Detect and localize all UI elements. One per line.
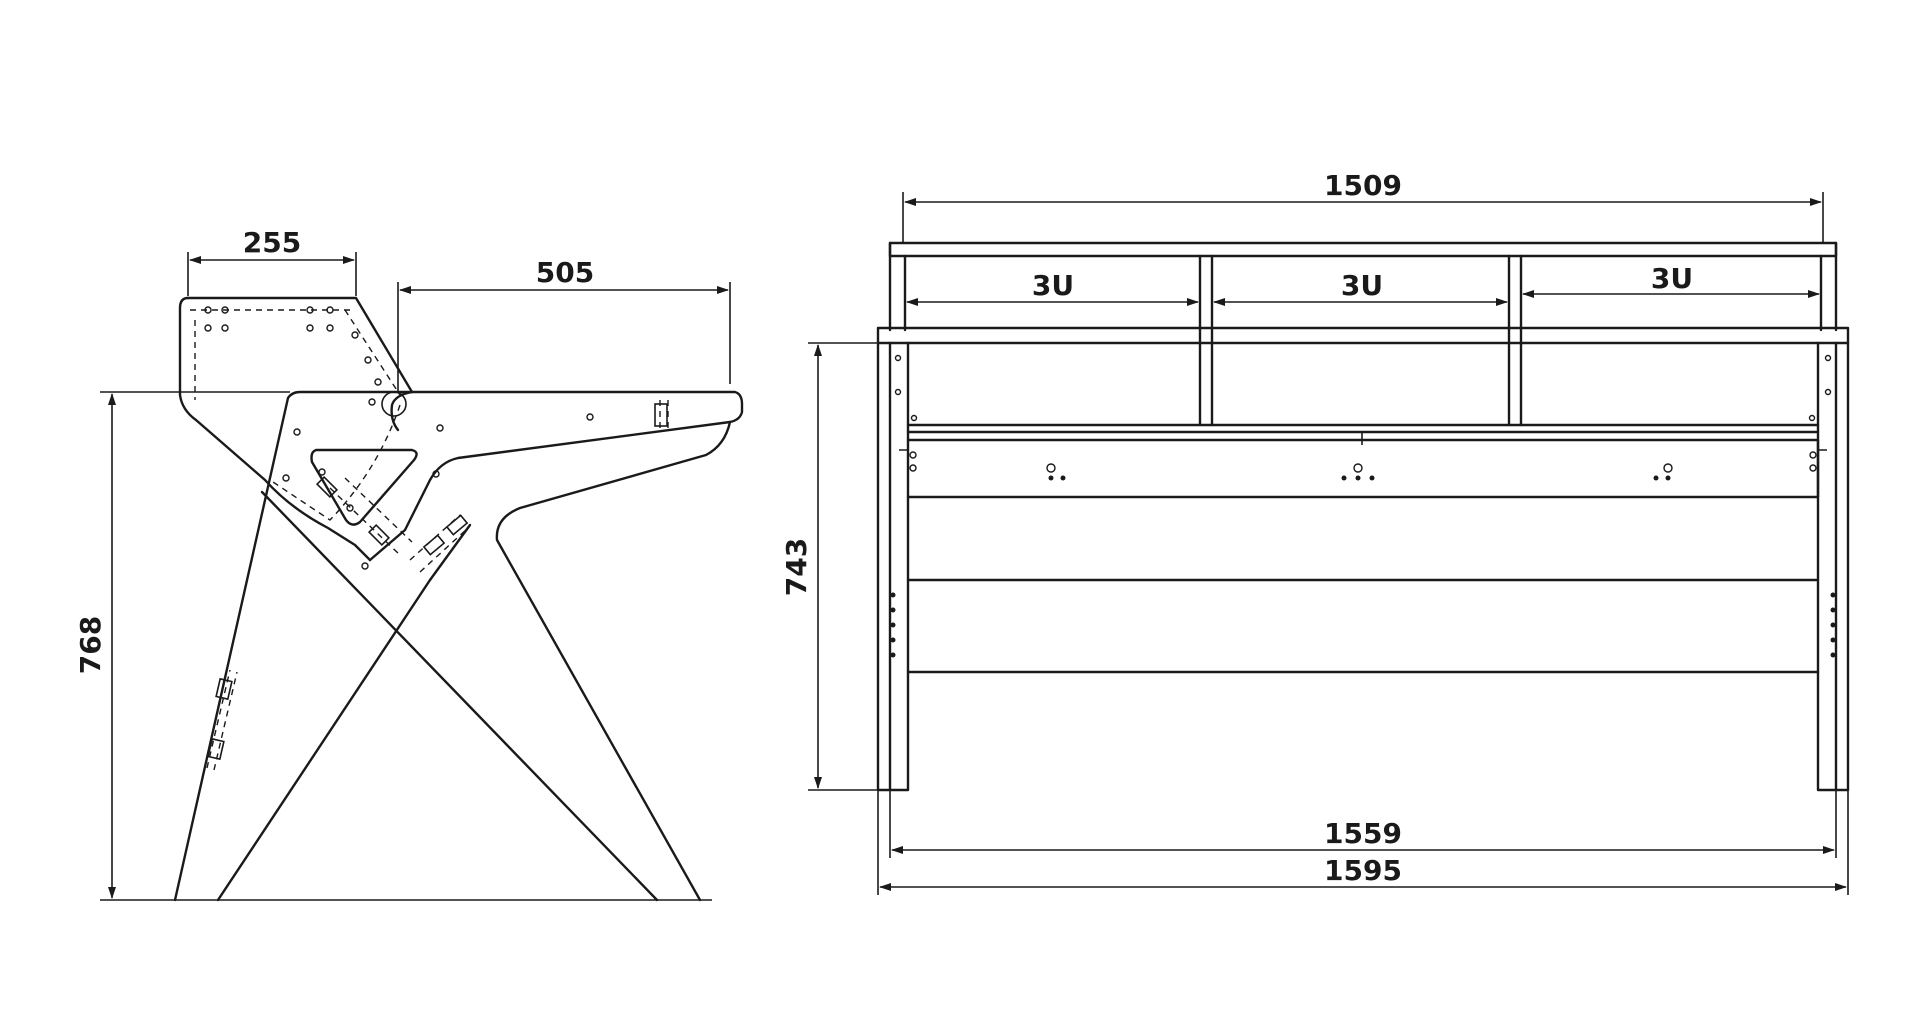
side-hidden-line-rack [190, 309, 401, 400]
side-hidden-bracket-upper [329, 477, 413, 556]
side-dim-height-label: 768 [74, 616, 107, 674]
front-dim-outer-width: 1595 [877, 790, 1849, 895]
front-rack-left-post [888, 241, 907, 332]
side-view: 255 505 768 [74, 226, 744, 902]
front-rack-divider-1 [1198, 254, 1214, 427]
rack-bay-3-label: 3U [1651, 262, 1693, 295]
front-rack-divider-2 [1507, 254, 1523, 427]
front-dim-height: 743 [780, 342, 878, 791]
front-rack-bay-dims: 3U 3U 3U [906, 262, 1820, 306]
front-dim-height-label: 743 [780, 538, 813, 596]
side-dim-desk-depth: 505 [397, 256, 731, 392]
side-diagonal-strut [260, 490, 659, 902]
front-top-rail [888, 241, 1838, 258]
side-dim-top-width-label: 255 [243, 226, 301, 259]
side-body-upper [368, 420, 732, 562]
side-hidden-line-curve [269, 404, 401, 521]
side-dim-height: 768 [74, 391, 290, 899]
side-triangle-cutout [310, 448, 418, 526]
front-apron [906, 438, 1820, 499]
side-back-leg [173, 390, 414, 902]
front-view: 1509 3U 3U 3U 743 1559 [780, 169, 1850, 895]
rack-bay-2-label: 3U [1341, 269, 1383, 302]
side-hidden-desk-bracket [659, 400, 669, 430]
front-panel-inner-lines [889, 360, 1837, 790]
front-dim-top-rail: 1509 [902, 169, 1824, 243]
side-body-main [495, 420, 732, 902]
side-pivot-circle [381, 391, 407, 417]
front-dim-inner-width-label: 1559 [1324, 817, 1402, 850]
side-hidden-leg-bracket [206, 669, 238, 771]
front-right-side-panel [1816, 341, 1850, 792]
side-front-leg-inner-top [428, 523, 472, 582]
side-desk-surface [410, 390, 744, 424]
rack-bay-1-label: 3U [1032, 269, 1074, 302]
front-apron-holes [894, 354, 1832, 481]
front-dim-outer-width-label: 1595 [1324, 854, 1402, 887]
side-desk-underside [390, 390, 414, 432]
side-top-rack-edge [186, 296, 414, 394]
front-side-holes [890, 592, 1836, 658]
front-rack-right-post [1819, 241, 1838, 332]
side-dim-desk-depth-label: 505 [536, 256, 594, 289]
front-dim-inner-width: 1559 [889, 790, 1837, 858]
front-dim-top-rail-label: 1509 [1324, 169, 1402, 202]
front-rack-bottom [906, 423, 1820, 434]
side-front-leg-inner [216, 578, 432, 902]
front-left-side-panel [876, 341, 910, 792]
side-hidden-bracket-lower [409, 514, 469, 573]
front-desk-top [876, 326, 1850, 345]
side-brackets [207, 403, 668, 761]
side-holes [204, 306, 594, 570]
side-top-rack-outline [178, 296, 372, 562]
side-dim-top-width: 255 [187, 226, 357, 296]
